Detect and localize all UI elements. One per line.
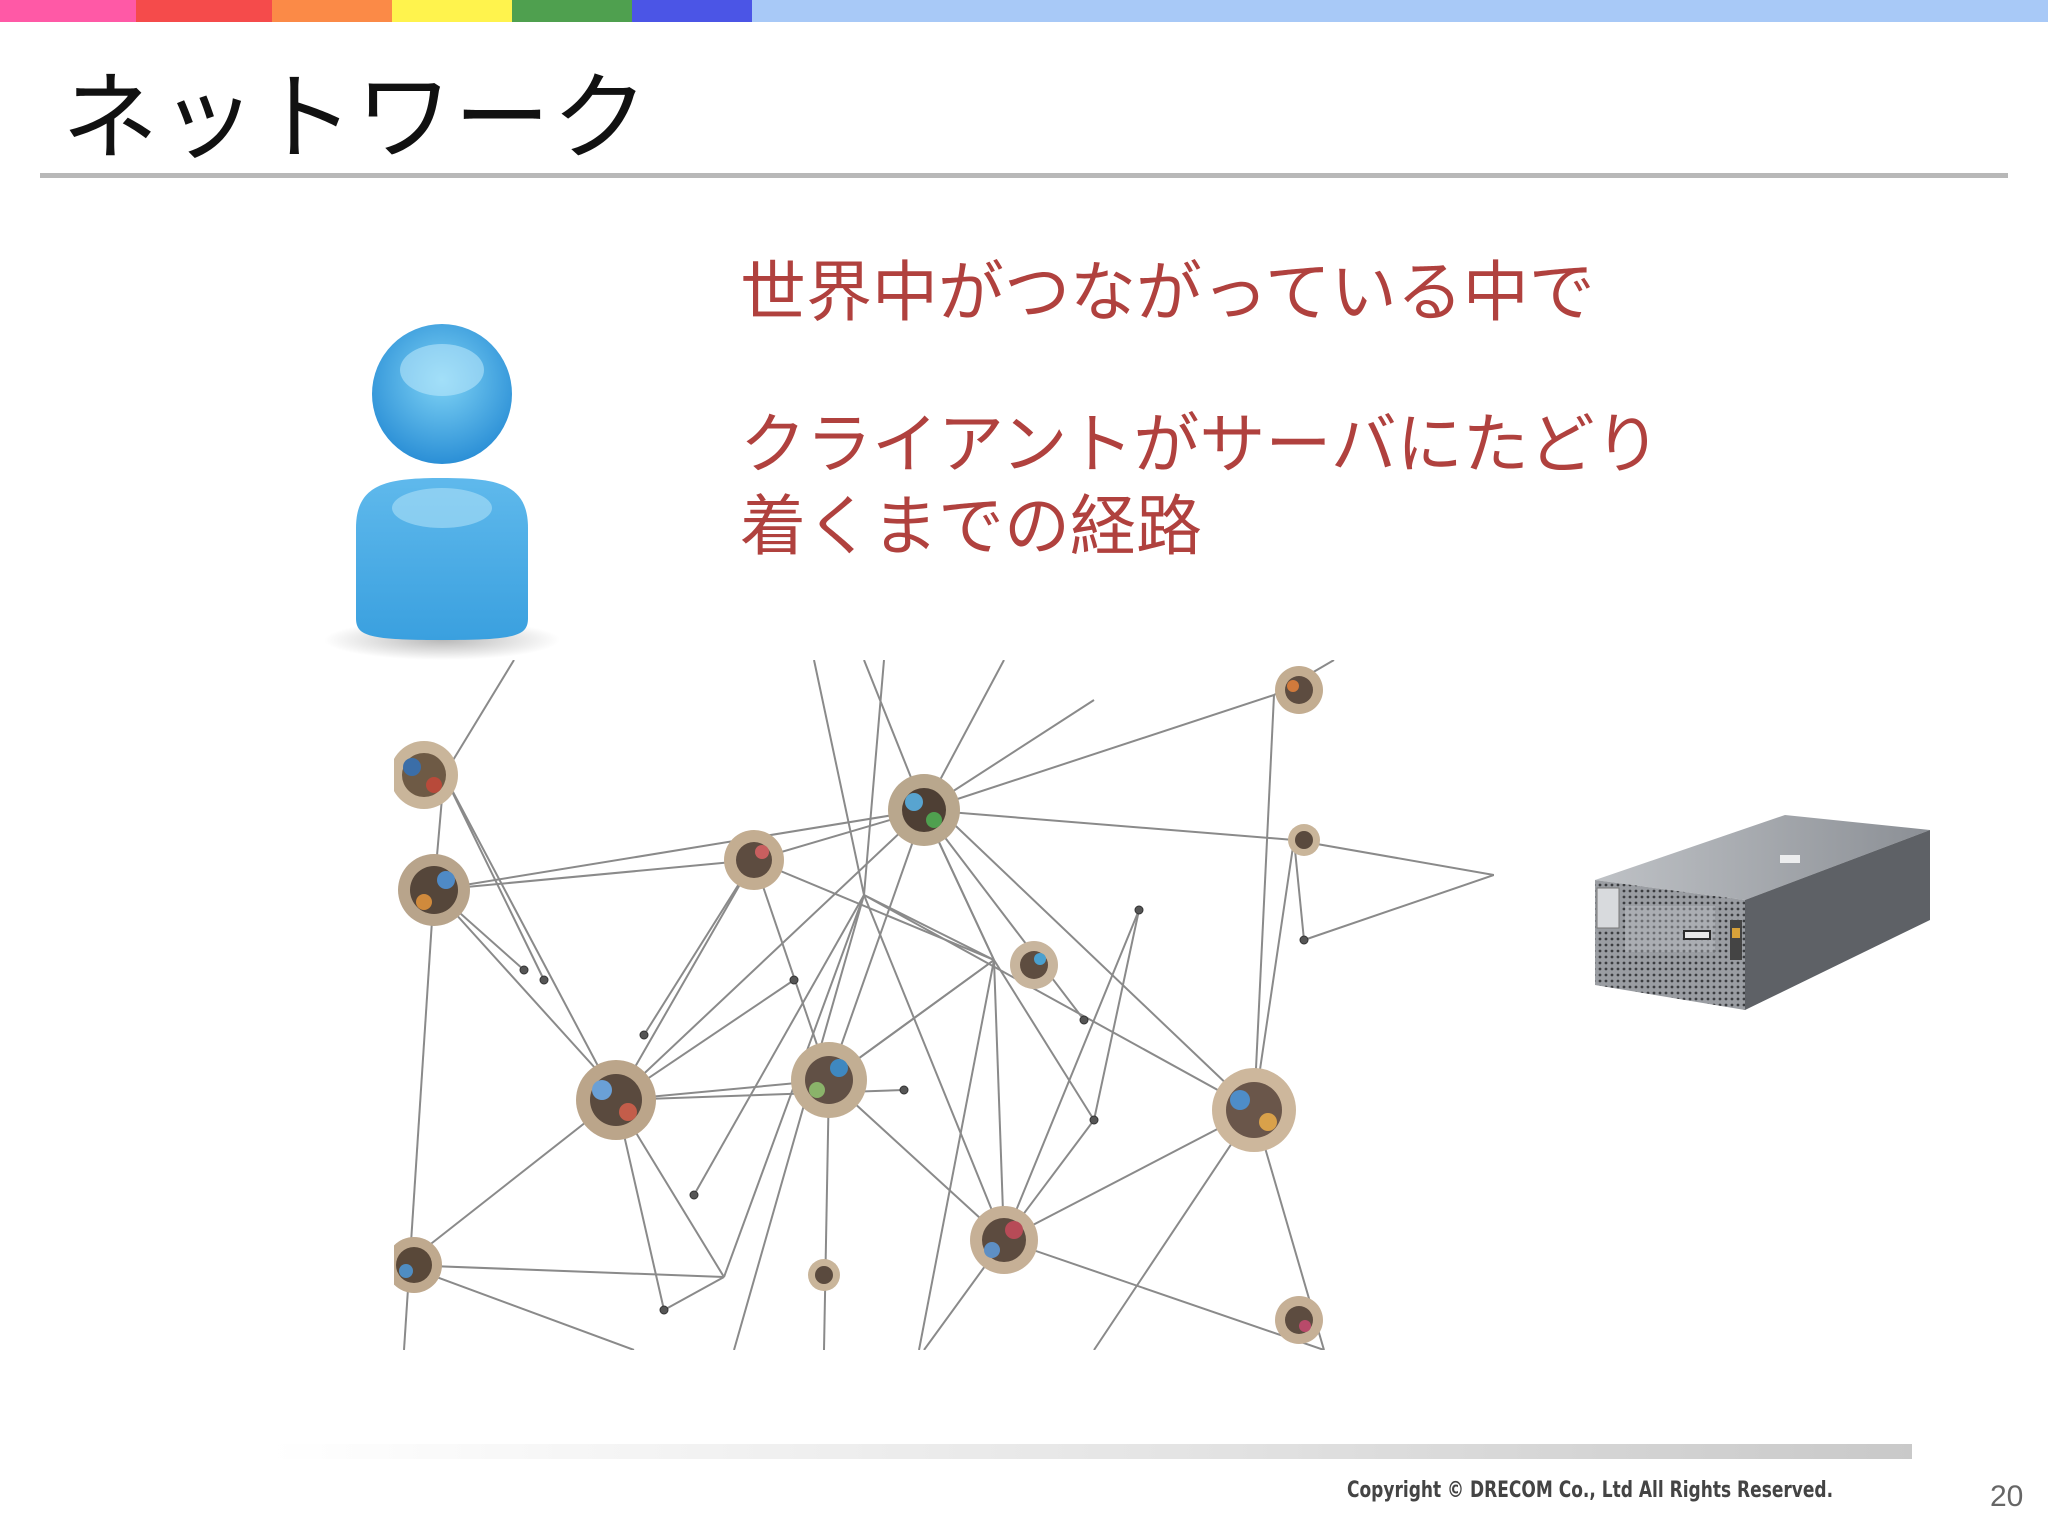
- copyright-text: Copyright © DRECOM Co., Ltd All Rights R…: [1347, 1478, 1834, 1503]
- body-line-3: 着くまでの経路: [740, 488, 1202, 565]
- rack-server-image: [1595, 815, 1930, 1010]
- color-segment: [136, 0, 272, 22]
- page-number: 20: [1990, 1480, 2024, 1513]
- footer-divider: [270, 1444, 1912, 1459]
- user-icon: [324, 324, 560, 660]
- color-segment: [272, 0, 392, 22]
- top-color-bar: [0, 0, 2048, 22]
- color-segment: [632, 0, 752, 22]
- slide-title: ネットワーク: [62, 62, 650, 174]
- body-line-2: クライアントがサーバにたどり: [740, 406, 1661, 483]
- body-line-1: 世界中がつながっている中で: [740, 254, 1595, 331]
- color-segment: [0, 0, 136, 22]
- color-segment: [512, 0, 632, 22]
- network-graph-image: [394, 660, 1494, 1350]
- color-segment: [392, 0, 512, 22]
- title-divider: [40, 173, 2008, 178]
- color-segment: [752, 0, 2048, 22]
